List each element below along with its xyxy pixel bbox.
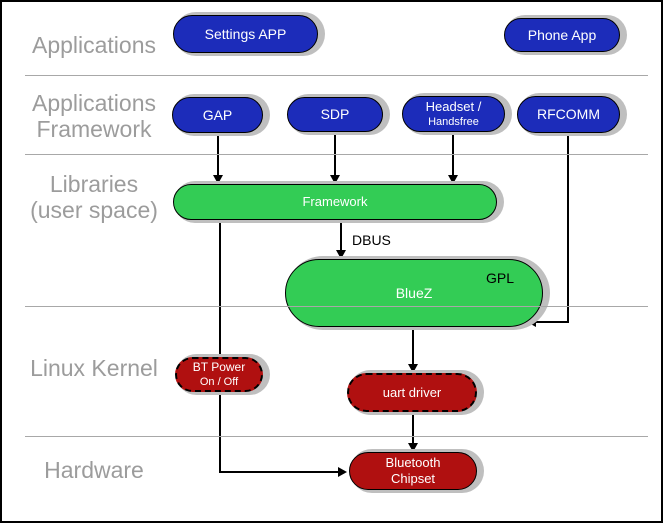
connector-rfcomm-vertical bbox=[567, 133, 569, 323]
node-sdp: SDP bbox=[287, 97, 383, 132]
layer-label-libraries: Libraries (user space) bbox=[18, 171, 170, 223]
gpl-license-label: GPL bbox=[485, 270, 514, 286]
node-bluetooth-chipset: Bluetooth Chipset bbox=[349, 452, 477, 490]
node-bluetooth-chipset-line1: Bluetooth bbox=[385, 455, 441, 470]
node-headset-line2: Handsfree bbox=[428, 116, 479, 128]
arrowhead-framework-to-chipset bbox=[338, 467, 347, 477]
node-phone-app: Phone App bbox=[504, 18, 620, 52]
node-bluetooth-chipset-line2: Chipset bbox=[390, 471, 436, 486]
node-framework-label: Framework bbox=[302, 194, 368, 209]
connector-framework-vertical bbox=[219, 220, 221, 473]
node-bluez: BlueZ GPL bbox=[285, 259, 543, 327]
node-phone-app-label: Phone App bbox=[527, 26, 597, 43]
arrowhead-framework-to-bluez bbox=[336, 250, 346, 259]
node-bt-power-line1: BT Power bbox=[192, 360, 246, 374]
connector-uart-to-chipset bbox=[412, 412, 414, 444]
node-settings-app: Settings APP bbox=[173, 15, 318, 53]
connector-rfcomm-horizontal bbox=[536, 321, 569, 323]
layer-label-linux-kernel-text: Linux Kernel bbox=[30, 355, 158, 381]
node-uart-driver: uart driver bbox=[347, 373, 477, 412]
arrowhead-uart-to-chipset bbox=[408, 443, 418, 452]
node-rfcomm-label: RFCOMM bbox=[537, 106, 600, 122]
node-gap-label: GAP bbox=[202, 106, 233, 123]
node-headset-handsfree: Headset / Handsfree bbox=[402, 96, 505, 132]
node-rfcomm: RFCOMM bbox=[517, 96, 620, 133]
layer-label-applications-framework-line2: Framework bbox=[36, 116, 152, 142]
divider-applications bbox=[25, 75, 648, 76]
connector-gap-to-framework bbox=[217, 133, 219, 177]
layer-label-hardware-text: Hardware bbox=[44, 457, 144, 483]
divider-linux-kernel bbox=[25, 436, 648, 437]
dbus-label: DBUS bbox=[352, 232, 391, 248]
layer-label-libraries-line2: (user space) bbox=[30, 197, 158, 223]
arrowhead-gap-to-framework bbox=[213, 175, 223, 184]
node-bt-power: BT Power On / Off bbox=[175, 357, 263, 392]
node-settings-app-label: Settings APP bbox=[204, 25, 287, 42]
node-uart-driver-label: uart driver bbox=[382, 384, 442, 400]
layer-label-libraries-line1: Libraries bbox=[49, 171, 139, 197]
layer-label-applications-text: Applications bbox=[31, 32, 157, 58]
node-bluez-label: BlueZ bbox=[395, 284, 433, 301]
node-headset-line1: Headset / bbox=[425, 99, 482, 114]
connector-framework-to-bluez bbox=[340, 220, 342, 251]
layer-label-applications-framework: Applications Framework bbox=[18, 90, 170, 142]
divider-libraries bbox=[25, 306, 648, 307]
node-framework: Framework bbox=[173, 184, 497, 220]
arrowhead-headset-to-framework bbox=[448, 175, 458, 184]
node-gap: GAP bbox=[172, 97, 263, 133]
layer-label-linux-kernel: Linux Kernel bbox=[18, 355, 170, 381]
connector-bluez-to-uart bbox=[412, 327, 414, 365]
arrowhead-sdp-to-framework bbox=[330, 175, 340, 184]
arrowhead-rfcomm-to-bluez bbox=[527, 317, 536, 327]
layer-label-applications-framework-line1: Applications bbox=[31, 90, 157, 116]
connector-framework-horizontal bbox=[219, 471, 339, 473]
node-sdp-label: SDP bbox=[320, 106, 350, 122]
divider-applications-framework bbox=[25, 154, 648, 155]
node-bt-power-line2: On / Off bbox=[199, 376, 239, 388]
layer-label-hardware: Hardware bbox=[18, 457, 170, 483]
arrowhead-bluez-to-uart bbox=[408, 364, 418, 373]
layer-label-applications: Applications bbox=[18, 32, 170, 58]
